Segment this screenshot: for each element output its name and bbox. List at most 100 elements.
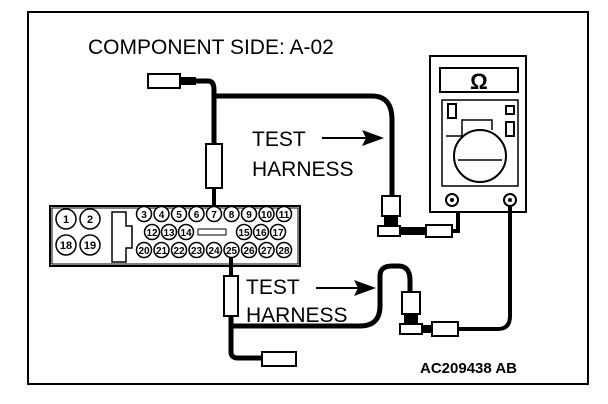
connector-pin-socket	[205, 205, 223, 223]
bottom-harness-probe	[261, 351, 297, 367]
bottom-harness-label-line2: HARNESS	[246, 304, 348, 327]
connector-pin-label: 16	[255, 228, 267, 239]
connector-pin-label: 25	[226, 246, 238, 257]
connector-pin: 11	[275, 205, 293, 223]
connector-pin: 14	[177, 223, 195, 241]
connector-pin-socket	[188, 241, 205, 259]
bottom-harness-arrow	[316, 280, 376, 296]
connector-pin: 13	[160, 223, 178, 241]
connector-pin-socket	[177, 223, 195, 241]
connector-pin-label: 27	[261, 246, 273, 257]
top-harness-arrow	[322, 130, 384, 146]
connector-pin: 28	[275, 241, 293, 259]
top-harness-wire-to-connector	[196, 78, 217, 144]
connector-pin: 25	[223, 241, 240, 259]
connector-pin-socket	[205, 241, 223, 259]
connector-pin-label: 21	[156, 246, 168, 257]
connector-pin: 20	[135, 241, 153, 259]
diagram-title: COMPONENT SIDE: A-02	[88, 36, 334, 59]
connector-pin: 18	[55, 234, 77, 256]
connector-pin-label: 14	[180, 228, 192, 239]
top-harness-label-line1: TEST	[252, 128, 306, 151]
connector-pin: 2	[79, 208, 101, 230]
multimeter	[429, 55, 527, 213]
connector-pin-socket	[143, 223, 161, 241]
bottom-meter-probe	[399, 291, 459, 337]
connector-pin-label: 12	[146, 228, 158, 239]
connector-pin: 21	[153, 241, 170, 259]
figure-frame	[27, 11, 589, 385]
connector-pin-label: 26	[243, 246, 255, 257]
connector-pin: 10	[258, 205, 275, 223]
connector-pin: 1	[55, 208, 77, 230]
connector-pin: 5	[170, 205, 188, 223]
connector-pin-socket	[269, 223, 287, 241]
connector-pin: 22	[170, 241, 188, 259]
top-harness-probe	[147, 73, 196, 89]
connector-pin-label: 8	[229, 210, 235, 221]
connector-pin-socket	[170, 241, 188, 259]
connector-pin: 17	[269, 223, 287, 241]
bottom-meter-lead	[458, 206, 512, 331]
connector-pin: 12	[143, 223, 161, 241]
connector-pin-label: 10	[261, 210, 273, 221]
connector-pin-label: 6	[194, 210, 200, 221]
connector-pin-socket	[170, 205, 188, 223]
connector-pin-label: 11	[279, 210, 290, 221]
ohm-symbol: Ω	[470, 69, 488, 94]
connector-pin-label: 22	[173, 246, 185, 257]
connector-pin-socket	[55, 234, 77, 256]
connector-pin-label: 17	[272, 228, 284, 239]
bottom-harness-wire-to-meter	[231, 263, 413, 329]
top-harness-plug	[205, 143, 223, 208]
connector-pin: 15	[235, 223, 253, 241]
connector-pin-socket	[258, 205, 275, 223]
connector-pin-socket	[153, 241, 170, 259]
connector-pin-socket	[153, 205, 170, 223]
connector-pin-socket	[235, 223, 253, 241]
connector-pin-socket	[240, 241, 258, 259]
figure-code: AC209438 AB	[420, 360, 517, 377]
connector-pin-label: 5	[176, 210, 182, 221]
connector-pin-label: 2	[87, 214, 93, 226]
connector-pin-label: 13	[163, 228, 175, 239]
connector-pin: 7	[205, 205, 223, 223]
bottom-harness-label-line1: TEST	[246, 276, 300, 299]
connector-pin-label: 7	[211, 210, 217, 221]
connector-pin-label: 15	[238, 228, 250, 239]
connector-pin-socket	[240, 205, 258, 223]
connector-pin-socket	[252, 223, 270, 241]
connector-pin-socket	[275, 205, 293, 223]
connector-pin-socket	[275, 241, 293, 259]
connector-pin: 23	[188, 241, 205, 259]
connector-pin-socket	[188, 205, 205, 223]
connector-pin-label: 18	[60, 240, 72, 252]
connector-pin-label: 3	[141, 210, 147, 221]
connector-pin: 9	[240, 205, 258, 223]
connector-pin-label: 1	[63, 214, 69, 226]
connector-pin-socket	[258, 241, 275, 259]
connector-pin-socket	[135, 241, 153, 259]
connector-pin: 6	[188, 205, 205, 223]
connector-pin-label: 24	[208, 246, 220, 257]
connector-pin-socket	[79, 234, 101, 256]
connector-pin-socket	[55, 208, 77, 230]
connector-pin-socket	[135, 205, 153, 223]
connector-pin-label: 23	[191, 246, 203, 257]
connector-pin-label: 19	[84, 240, 96, 252]
connector-pin-socket	[79, 208, 101, 230]
top-harness-label-line2: HARNESS	[252, 158, 354, 181]
connector-pin: 4	[153, 205, 170, 223]
connector-pin-socket	[223, 241, 240, 259]
connector-pin: 8	[223, 205, 240, 223]
connector-pin: 16	[252, 223, 270, 241]
connector-pin-socket	[223, 205, 240, 223]
connector-pin: 24	[205, 241, 223, 259]
connector-pin-label: 9	[246, 210, 252, 221]
connector-pin-socket	[160, 223, 178, 241]
connector-pin: 27	[258, 241, 275, 259]
connector-pin: 19	[79, 234, 101, 256]
connector-pin-label: 4	[159, 210, 165, 221]
